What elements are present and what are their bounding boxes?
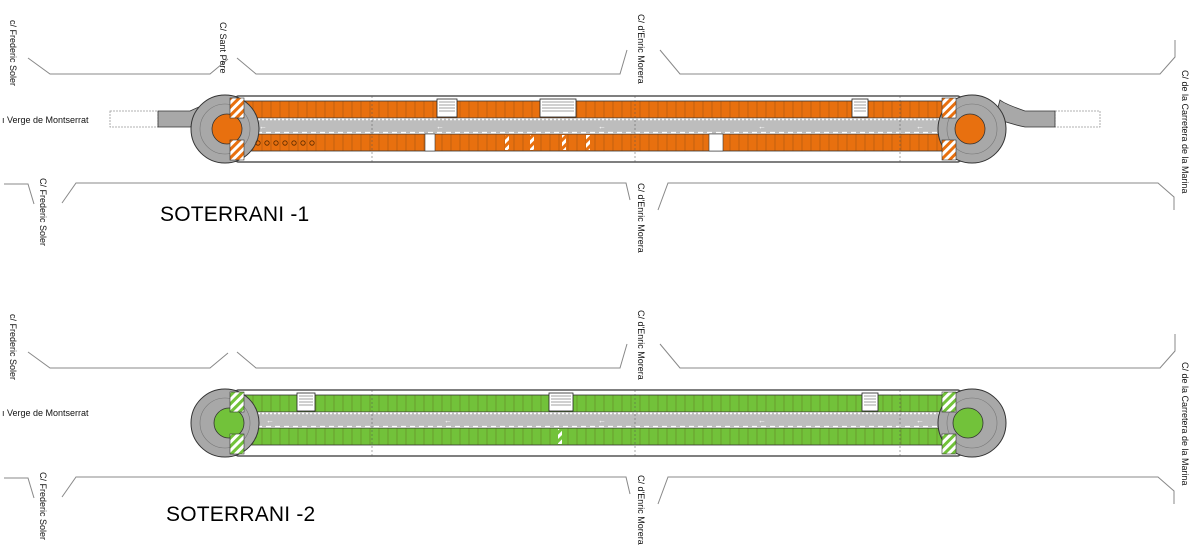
street-edge <box>659 40 1176 75</box>
street-label-frederic-soler-top: c/ Frederic Soler <box>8 20 18 87</box>
street-label-enric-morera-top: C/ d'Enric Morera <box>636 310 646 380</box>
direction-arrow-icon: ← <box>916 416 924 425</box>
direction-arrow-icon: ← <box>436 122 444 131</box>
accessible-parking-icon <box>282 140 288 146</box>
driving-lane <box>230 412 966 428</box>
street-edge <box>657 476 1175 505</box>
street-edge <box>236 49 628 75</box>
accessible-parking-icon <box>300 140 306 146</box>
direction-arrow-icon: ← <box>444 416 452 425</box>
hatched-zone-icon <box>229 391 245 413</box>
accessible-parking-icon <box>255 140 261 146</box>
direction-arrow-icon: ← <box>266 416 274 425</box>
street-edge <box>659 334 1176 369</box>
hatched-zone-icon <box>941 391 957 413</box>
street-edge <box>4 477 35 499</box>
street-name: Verge de Montserrat <box>7 408 89 418</box>
hatched-zone-icon <box>562 135 566 150</box>
ramp-core <box>954 113 986 145</box>
hatched-zone-icon <box>941 139 957 161</box>
street-label-frederic-soler-bottom: C/ Frederic Soler <box>38 178 48 247</box>
parking-row-top <box>237 394 959 413</box>
direction-arrow-icon: ← <box>916 122 924 131</box>
direction-arrow-icon: ← <box>758 122 766 131</box>
parking-row-bottom <box>237 133 959 152</box>
street-label-frederic-soler-top: c/ Frederic Soler <box>8 314 18 381</box>
hatched-zone-icon <box>229 97 245 119</box>
street-edge <box>236 343 628 369</box>
street-label-frederic-soler-bottom: C/ Frederic Soler <box>38 472 48 541</box>
ramp-access-left <box>109 110 159 128</box>
level-2-plan: ← ← ← ← ← <box>4 334 1176 505</box>
parking-row-top <box>237 100 959 119</box>
street-edge <box>27 57 229 75</box>
service-gap <box>708 133 724 152</box>
accessible-parking-icon <box>309 140 315 146</box>
direction-arrow-icon: ← <box>758 416 766 425</box>
ramp-core <box>952 407 984 439</box>
level-title: SOTERRANI -2 <box>166 503 316 526</box>
street-label-verge-montserrat: ı Verge de Montserrat <box>2 408 89 418</box>
street-label-carretera-marina: C/ de la Carretera de la Marina <box>1180 362 1190 486</box>
street-label-verge-montserrat: ı Verge de Montserrat <box>2 115 89 125</box>
street-name: Verge de Montserrat <box>7 115 89 125</box>
direction-arrow-icon: ← <box>598 416 606 425</box>
level-title: SOTERRANI -1 <box>160 203 310 226</box>
accessible-parking-icon <box>264 140 270 146</box>
ramp-inner-ring <box>199 103 251 155</box>
street-edge <box>657 182 1175 211</box>
hatched-zone-icon <box>586 135 590 150</box>
street-edge <box>4 183 35 205</box>
street-label-carretera-marina: C/ de la Carretera de la Marina <box>1180 70 1190 194</box>
ramp-core <box>213 407 245 439</box>
ramp-inner-ring <box>946 397 998 449</box>
hatched-zone-icon <box>558 429 562 444</box>
street-label-enric-morera-bottom: C/ d'Enric Morera <box>636 475 646 545</box>
parking-row-bottom <box>237 427 959 446</box>
street-edge <box>61 182 631 204</box>
hatched-zone-icon <box>505 135 509 150</box>
level-1-plan: ← ← ← ← ← <box>4 40 1176 211</box>
accessible-parking-icon <box>291 140 297 146</box>
ramp-core <box>211 113 243 145</box>
driving-lane <box>230 118 966 134</box>
accessible-parking-icon <box>273 140 279 146</box>
hatched-zone-icon <box>941 97 957 119</box>
direction-arrow-icon: ← <box>259 122 267 131</box>
street-label-enric-morera-bottom: C/ d'Enric Morera <box>636 183 646 253</box>
ramp-access-right <box>1054 110 1101 128</box>
hatched-zone-icon <box>530 135 534 150</box>
direction-arrow-icon: ← <box>598 122 606 131</box>
ramp-inner-ring <box>946 103 998 155</box>
ramp-inner-ring <box>199 397 251 449</box>
hatched-zone-icon <box>229 433 245 455</box>
hatched-zone-icon <box>229 139 245 161</box>
hatched-zone-icon <box>941 433 957 455</box>
street-edge <box>61 476 631 498</box>
service-gap <box>424 133 436 152</box>
street-label-sant-pere: C/ Sant Pere <box>218 22 228 74</box>
street-edge <box>27 351 229 369</box>
street-label-enric-morera-top: C/ d'Enric Morera <box>636 14 646 84</box>
